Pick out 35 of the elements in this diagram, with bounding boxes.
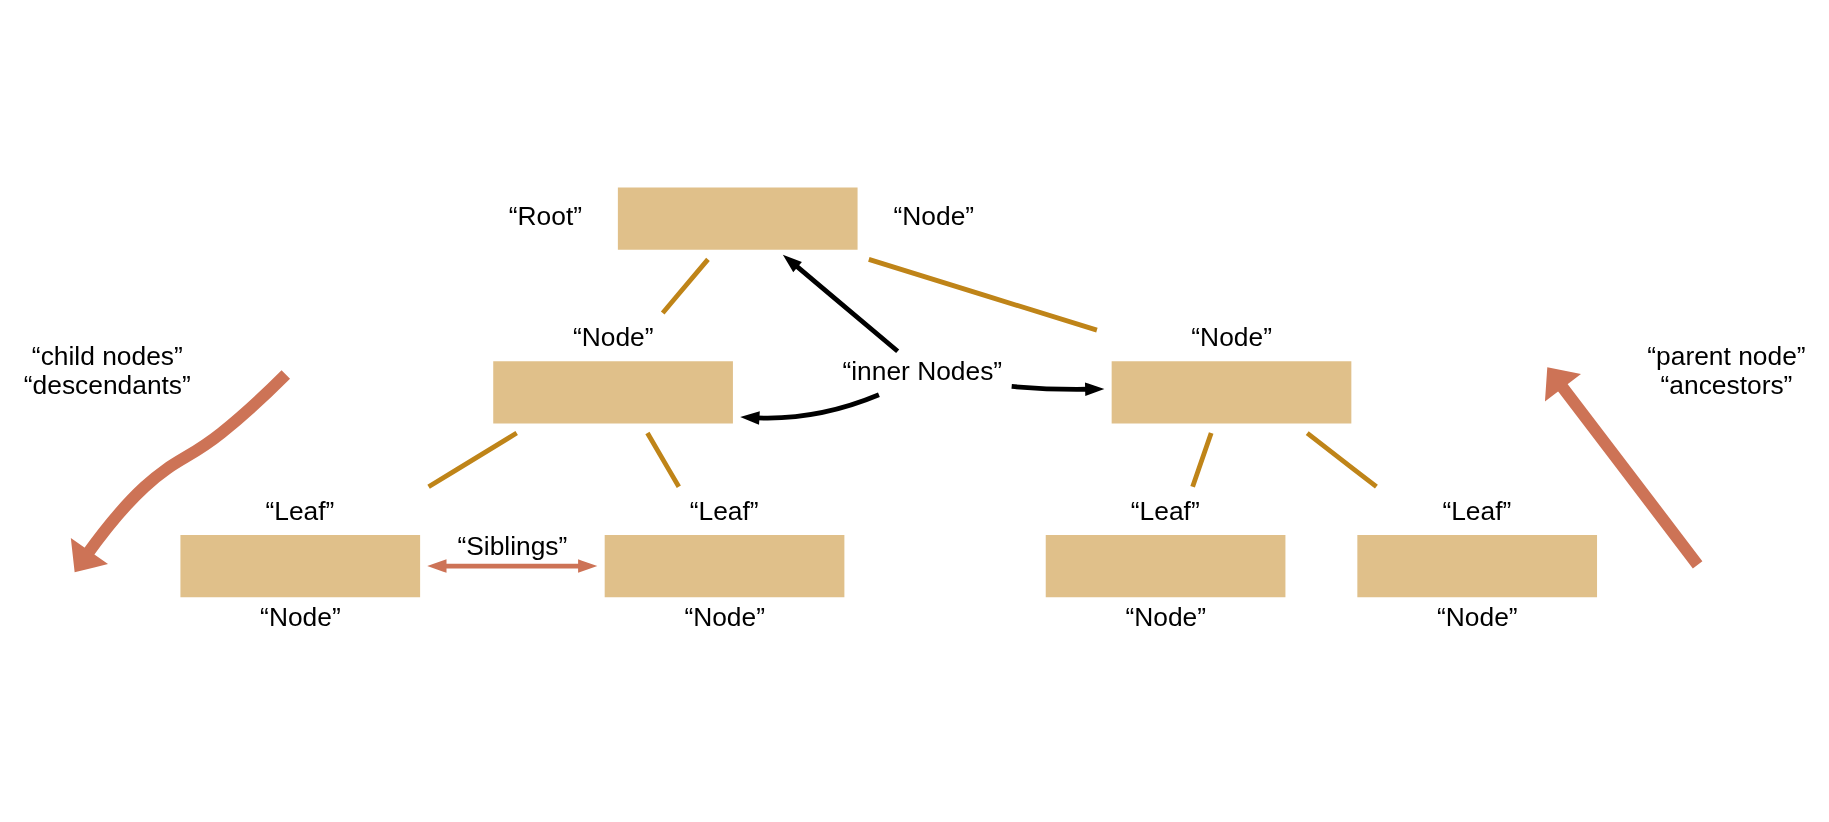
node-box (1111, 360, 1352, 423)
node-label: “Node” (572, 321, 654, 352)
node-label: “Node” (1437, 601, 1518, 632)
arrow (427, 558, 598, 573)
connector (868, 256, 1098, 332)
connector (427, 430, 518, 489)
connector (645, 431, 681, 488)
node-box (1357, 534, 1598, 597)
node-label: “Node” (260, 601, 341, 632)
label: “child nodes” (31, 340, 183, 371)
arrow (782, 254, 900, 353)
connector (1305, 430, 1378, 489)
label: “ancestors” (1660, 369, 1793, 400)
node-label: “Root” (508, 200, 583, 231)
node-label: “Node” (1125, 601, 1207, 632)
node-label: “Node” (893, 200, 975, 231)
label: “parent node” (1647, 340, 1806, 371)
node-text: “inner Nodes” (842, 355, 1003, 386)
node-box (604, 534, 845, 597)
connector (1190, 431, 1214, 487)
arrow (1011, 382, 1105, 396)
node-label: “Leaf” (1130, 495, 1200, 526)
edge-label: “Siblings” (457, 530, 568, 561)
node-box (180, 534, 421, 597)
node-label: “Leaf” (689, 495, 759, 526)
node-box (493, 360, 733, 423)
arrow (740, 392, 880, 425)
node-label: “Leaf” (265, 495, 335, 526)
label: “descendants” (23, 369, 191, 400)
connector (660, 257, 710, 315)
node-label: “Node” (684, 601, 765, 632)
node-box (1045, 534, 1286, 597)
node-label: “Node” (1191, 321, 1272, 352)
node-box (617, 186, 858, 250)
node-label: “Leaf” (1442, 495, 1512, 526)
